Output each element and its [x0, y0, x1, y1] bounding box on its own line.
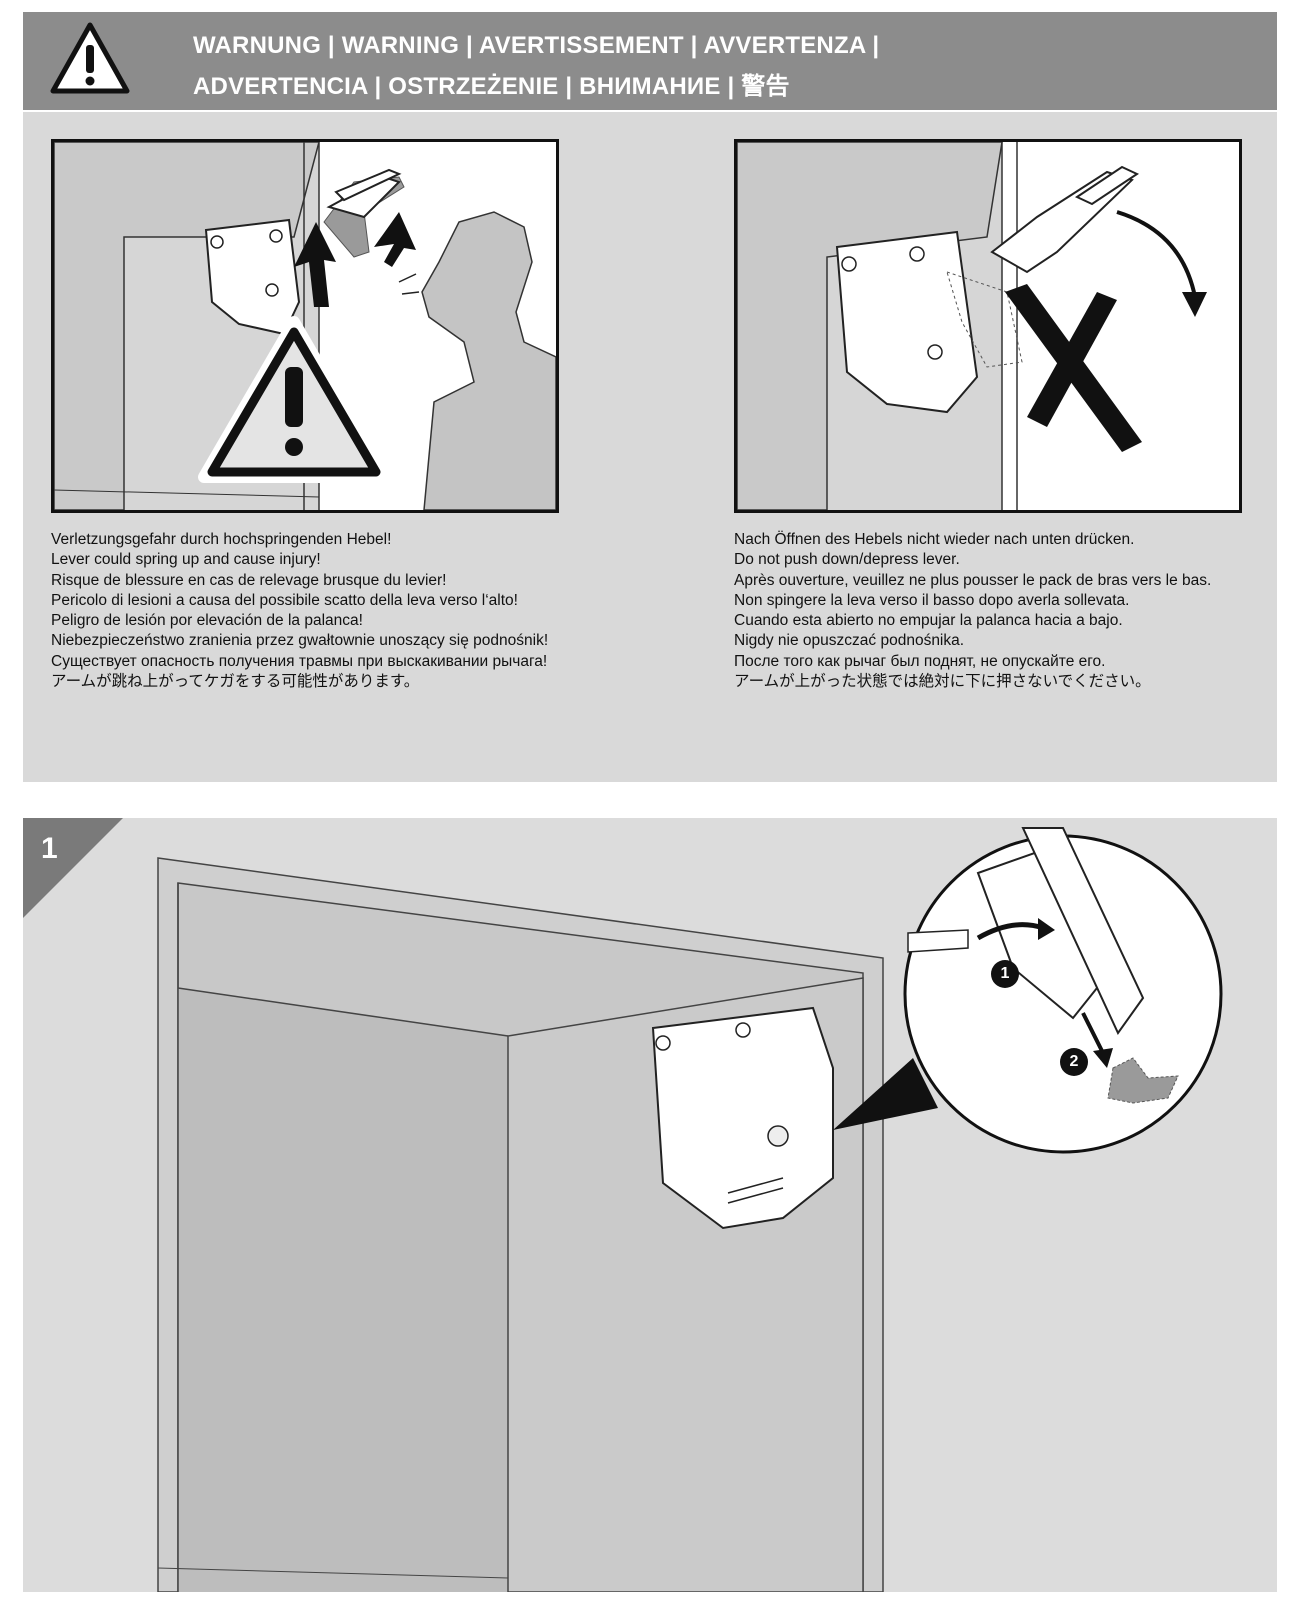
warning-text-en: Do not push down/depress lever. — [734, 551, 960, 569]
warning-text-de: Nach Öffnen des Hebels nicht wieder nach… — [734, 531, 1135, 548]
warning-text-ru: После того как рычаг был поднят, не опус… — [734, 652, 1106, 670]
warning-triangle-icon — [50, 22, 130, 94]
warning-text-right: Nach Öffnen des Hebels nicht wieder nach… — [734, 530, 1211, 692]
warning-header: WARNUNG | WARNING | AVERTISSEMENT | AVVE… — [23, 12, 1277, 110]
warning-text-ja: アームが跳ね上がってケガをする可能性があります。 — [51, 673, 420, 691]
warning-text-fr: Après ouverture, veuillez ne plus pousse… — [734, 571, 1212, 589]
cabinet-installation-illustration — [157, 827, 1223, 1592]
cabinet-hinge-illustration-crossed — [737, 142, 1207, 510]
warning-text-en: Lever could spring up and cause injury! — [51, 551, 321, 569]
warning-text-es: Cuando esta abierto no empujar la palanc… — [734, 612, 1123, 630]
step-1-panel: 1 1 2 — [23, 818, 1277, 1592]
warning-text-fr: Risque de blessure en cas de relevage br… — [51, 571, 447, 589]
warning-text-es: Peligro de lesión por elevación de la pa… — [51, 612, 363, 630]
cabinet-hinge-illustration — [54, 142, 556, 510]
warning-text-ja: アームが上がった状態では絶対に下に押さないでください。 — [734, 673, 1151, 691]
warning-title-line-2: ADVERTENCIA | OSTRZEŻENIE | ВНИМАНИЕ | 警… — [193, 73, 790, 100]
do-not-push-down-illustration — [734, 139, 1242, 513]
warning-text-pl: Nigdy nie opuszczać podnośnika. — [734, 632, 965, 650]
warning-title-line-1: WARNUNG | WARNING | AVERTISSEMENT | AVVE… — [193, 32, 880, 59]
warning-text-de: Verletzungsgefahr durch hochspringenden … — [51, 531, 392, 548]
warning-text-it: Non spingere la leva verso il basso dopo… — [734, 591, 1130, 609]
step-number-badge — [23, 818, 123, 918]
warning-text-it: Pericolo di lesioni a causa del possibil… — [51, 591, 518, 609]
lever-spring-up-illustration — [51, 139, 559, 513]
warning-text-left: Verletzungsgefahr durch hochspringenden … — [51, 530, 548, 692]
warning-text-pl: Niebezpieczeństwo zranienia przez gwałto… — [51, 632, 549, 650]
callout-number-2: 2 — [1060, 1048, 1088, 1076]
warning-text-ru: Существует опасность получения травмы пр… — [51, 652, 548, 670]
step-number: 1 — [41, 832, 58, 865]
callout-number-1: 1 — [991, 960, 1019, 988]
warning-panel: Verletzungsgefahr durch hochspringenden … — [23, 112, 1277, 782]
